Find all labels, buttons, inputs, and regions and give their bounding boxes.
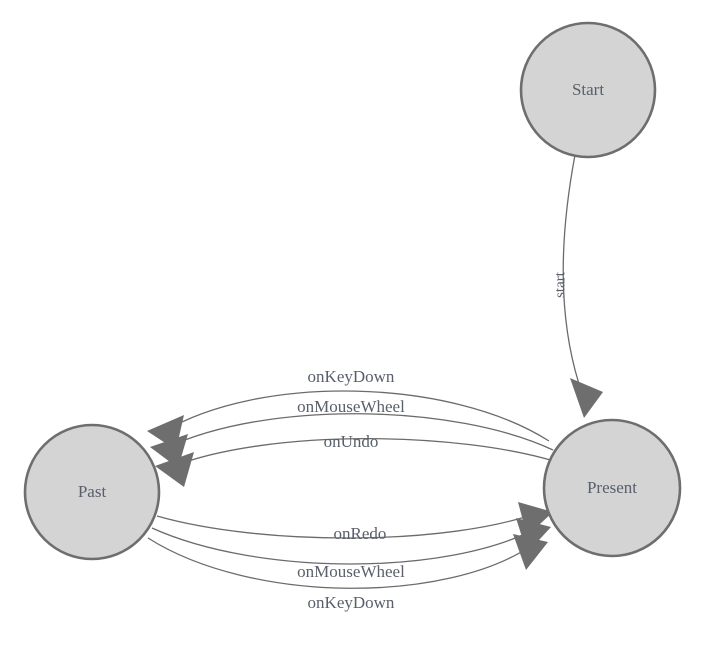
edge-past-to-present-onkeydown[interactable] [147, 534, 548, 589]
edge-path-past-present-1 [156, 511, 541, 539]
edge-path-present-past-2 [165, 413, 554, 451]
edge-path-start [562, 154, 584, 397]
arrowhead-start-to-present [570, 378, 603, 418]
edge-start-to-present[interactable] [562, 154, 603, 418]
edge-label-present-past-onkeydown: onKeyDown [308, 367, 395, 386]
edge-label-past-present-onkeydown: onKeyDown [308, 593, 395, 612]
node-present-label: Present [587, 478, 637, 497]
edge-label-start: start [552, 271, 568, 298]
edge-path-past-present-2 [151, 527, 538, 565]
node-present[interactable]: Present [542, 418, 682, 558]
node-past-circle [23, 423, 161, 561]
node-past[interactable]: Past [23, 423, 161, 561]
edge-path-past-present-3 [147, 537, 535, 589]
node-start-label: Start [572, 80, 604, 99]
edge-label-past-present-onmousewheel: onMouseWheel [297, 562, 405, 581]
node-past-label: Past [78, 482, 107, 501]
arrowhead-past-present-3 [513, 534, 548, 570]
edge-label-present-past-onundo: onUndo [324, 432, 379, 451]
edge-label-past-present-onredo: onRedo [334, 524, 387, 543]
node-start-circle [519, 21, 657, 159]
node-present-circle [542, 418, 682, 558]
edge-path-present-past-3 [170, 437, 558, 468]
edge-path-present-past-1 [162, 390, 550, 442]
node-start[interactable]: Start [519, 21, 657, 159]
edge-label-present-past-onmousewheel: onMouseWheel [297, 397, 405, 416]
edge-present-to-past-onundo[interactable] [155, 437, 558, 487]
arrowhead-present-past-3 [155, 452, 194, 487]
